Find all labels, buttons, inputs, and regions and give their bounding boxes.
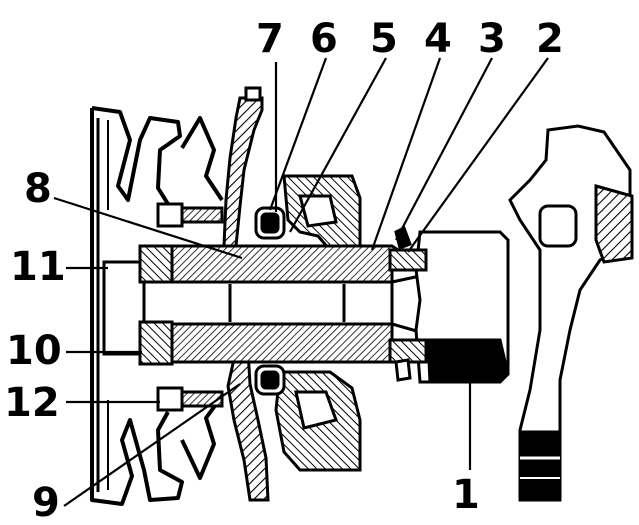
callout-5: 5 bbox=[370, 16, 398, 62]
callout-labels: 1 2 3 4 5 6 7 8 9 10 11 12 bbox=[4, 16, 564, 525]
callout-10: 10 bbox=[6, 328, 62, 374]
shaft bbox=[102, 260, 422, 356]
callout-3: 3 bbox=[478, 16, 506, 62]
leader-6 bbox=[268, 57, 328, 211]
callout-11: 11 bbox=[10, 244, 66, 290]
seal-rings bbox=[254, 206, 286, 396]
drive-hub bbox=[388, 225, 510, 384]
leader-8 bbox=[53, 196, 243, 260]
callout-2: 2 bbox=[536, 16, 564, 62]
inner-sheave bbox=[180, 116, 224, 480]
callout-6: 6 bbox=[310, 16, 338, 62]
leader-2 bbox=[407, 57, 549, 253]
callout-1: 1 bbox=[452, 472, 480, 518]
bolts bbox=[156, 202, 224, 412]
leader-3 bbox=[395, 57, 493, 241]
leader-9 bbox=[63, 383, 241, 507]
leader-4 bbox=[370, 57, 442, 251]
cam-lever bbox=[508, 124, 634, 502]
hub-flange bbox=[222, 86, 270, 502]
callout-8: 8 bbox=[24, 166, 52, 212]
callout-9: 9 bbox=[32, 480, 60, 525]
callout-4: 4 bbox=[424, 16, 452, 62]
washer-stack bbox=[138, 244, 174, 366]
leader-lines bbox=[53, 57, 549, 507]
callout-12: 12 bbox=[4, 380, 60, 426]
leader-5 bbox=[289, 57, 387, 233]
pulley bbox=[90, 106, 184, 506]
callout-7: 7 bbox=[256, 16, 284, 62]
